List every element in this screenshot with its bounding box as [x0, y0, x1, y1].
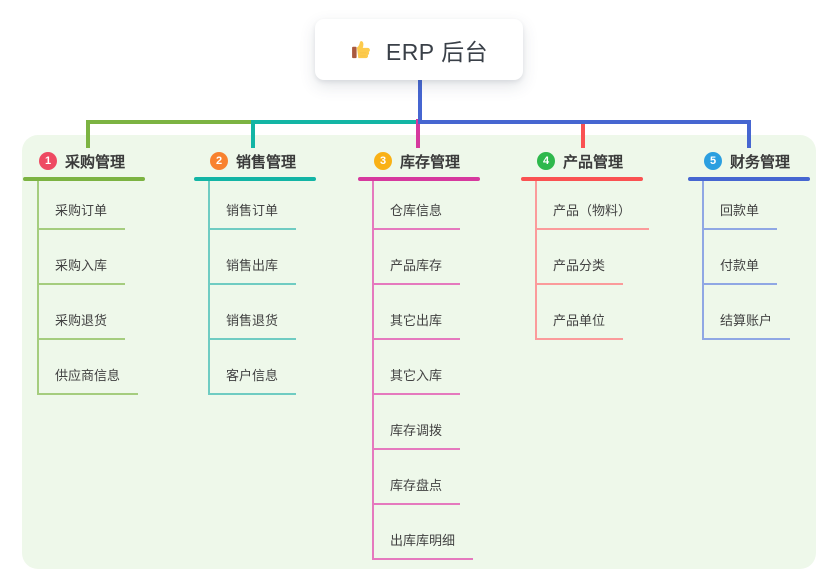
- mindmap-background-panel: [22, 135, 816, 569]
- child-node[interactable]: 回款单: [704, 181, 790, 230]
- child-node[interactable]: 付款单: [704, 230, 790, 285]
- child-label: 供应商信息: [39, 365, 139, 395]
- thumbs-up-icon: [351, 41, 370, 59]
- child-label: 库存调拨: [374, 420, 461, 450]
- child-node[interactable]: 供应商信息: [39, 340, 139, 395]
- child-label: 采购订单: [39, 200, 126, 230]
- child-node[interactable]: 产品库存: [374, 230, 473, 285]
- child-label: 销售出库: [210, 255, 297, 285]
- child-node[interactable]: 其它入库: [374, 340, 473, 395]
- child-node[interactable]: 结算账户: [704, 285, 791, 340]
- root-node-erp[interactable]: ERP 后台: [315, 19, 523, 80]
- child-label: 客户信息: [210, 365, 297, 395]
- child-label: 产品（物料）: [537, 200, 650, 230]
- branch-underline: [521, 177, 643, 181]
- child-node[interactable]: 产品分类: [537, 230, 649, 285]
- branch-title-label: 库存管理: [400, 153, 461, 171]
- child-label: 回款单: [704, 200, 778, 230]
- child-node[interactable]: 销售订单: [210, 181, 297, 230]
- child-label: 采购入库: [39, 255, 126, 285]
- branch-underline: [688, 177, 810, 181]
- child-label: 销售订单: [210, 200, 297, 230]
- child-node[interactable]: 仓库信息: [374, 181, 473, 230]
- child-node[interactable]: 采购退货: [39, 285, 138, 340]
- child-node[interactable]: 销售退货: [210, 285, 297, 340]
- branch-underline: [194, 177, 316, 181]
- branch-children: 采购订单 采购入库 采购退货 供应商信息: [37, 181, 139, 395]
- child-node[interactable]: 产品单位: [537, 285, 649, 340]
- branch-finance: 5 财务管理 回款单 付款单 结算账户: [688, 145, 810, 340]
- child-node[interactable]: 采购入库: [39, 230, 138, 285]
- child-label: 库存盘点: [374, 475, 461, 505]
- child-label: 销售退货: [210, 310, 297, 340]
- branch-title-finance[interactable]: 5 财务管理: [688, 145, 810, 177]
- child-node[interactable]: 其它出库: [374, 285, 473, 340]
- child-label: 付款单: [704, 255, 778, 285]
- child-node[interactable]: 产品（物料）: [537, 181, 650, 230]
- branch-title-product[interactable]: 4 产品管理: [521, 145, 643, 177]
- child-label: 采购退货: [39, 310, 126, 340]
- badge-3: 3: [374, 152, 392, 170]
- child-label: 其它出库: [374, 310, 461, 340]
- branch-children: 销售订单 销售出库 销售退货 客户信息: [208, 181, 297, 395]
- child-node[interactable]: 销售出库: [210, 230, 297, 285]
- child-node[interactable]: 出库库明细: [374, 505, 474, 560]
- branch-title-label: 财务管理: [730, 153, 791, 171]
- branch-title-label: 采购管理: [65, 153, 126, 171]
- child-label: 产品分类: [537, 255, 624, 285]
- branch-children: 仓库信息 产品库存 其它出库 其它入库 库存调拨 库存盘点 出库库明细: [372, 181, 474, 560]
- child-label: 仓库信息: [374, 200, 461, 230]
- child-label: 出库库明细: [374, 530, 474, 560]
- branch-title-label: 产品管理: [563, 153, 624, 171]
- child-node[interactable]: 采购订单: [39, 181, 138, 230]
- child-label: 结算账户: [704, 310, 791, 340]
- child-label: 其它入库: [374, 365, 461, 395]
- branch-children: 产品（物料） 产品分类 产品单位: [535, 181, 650, 340]
- branch-underline: [358, 177, 480, 181]
- branch-purchase: 1 采购管理 采购订单 采购入库 采购退货 供应商信息: [23, 145, 145, 395]
- branch-product: 4 产品管理 产品（物料） 产品分类 产品单位: [521, 145, 650, 340]
- child-label: 产品单位: [537, 310, 624, 340]
- branch-inventory: 3 库存管理 仓库信息 产品库存 其它出库 其它入库 库存调拨 库存盘点: [358, 145, 480, 560]
- branch-sales: 2 销售管理 销售订单 销售出库 销售退货 客户信息: [194, 145, 316, 395]
- branch-title-sales[interactable]: 2 销售管理: [194, 145, 316, 177]
- badge-2: 2: [210, 152, 228, 170]
- child-label: 产品库存: [374, 255, 461, 285]
- branch-underline: [23, 177, 145, 181]
- branch-title-inventory[interactable]: 3 库存管理: [358, 145, 480, 177]
- child-node[interactable]: 库存盘点: [374, 450, 473, 505]
- badge-5: 5: [704, 152, 722, 170]
- branch-title-label: 销售管理: [236, 153, 297, 171]
- branch-title-purchase[interactable]: 1 采购管理: [23, 145, 145, 177]
- child-node[interactable]: 客户信息: [210, 340, 297, 395]
- root-node-label: ERP 后台: [385, 38, 489, 65]
- badge-4: 4: [537, 152, 555, 170]
- branch-children: 回款单 付款单 结算账户: [702, 181, 791, 340]
- badge-1: 1: [39, 152, 57, 170]
- child-node[interactable]: 库存调拨: [374, 395, 473, 450]
